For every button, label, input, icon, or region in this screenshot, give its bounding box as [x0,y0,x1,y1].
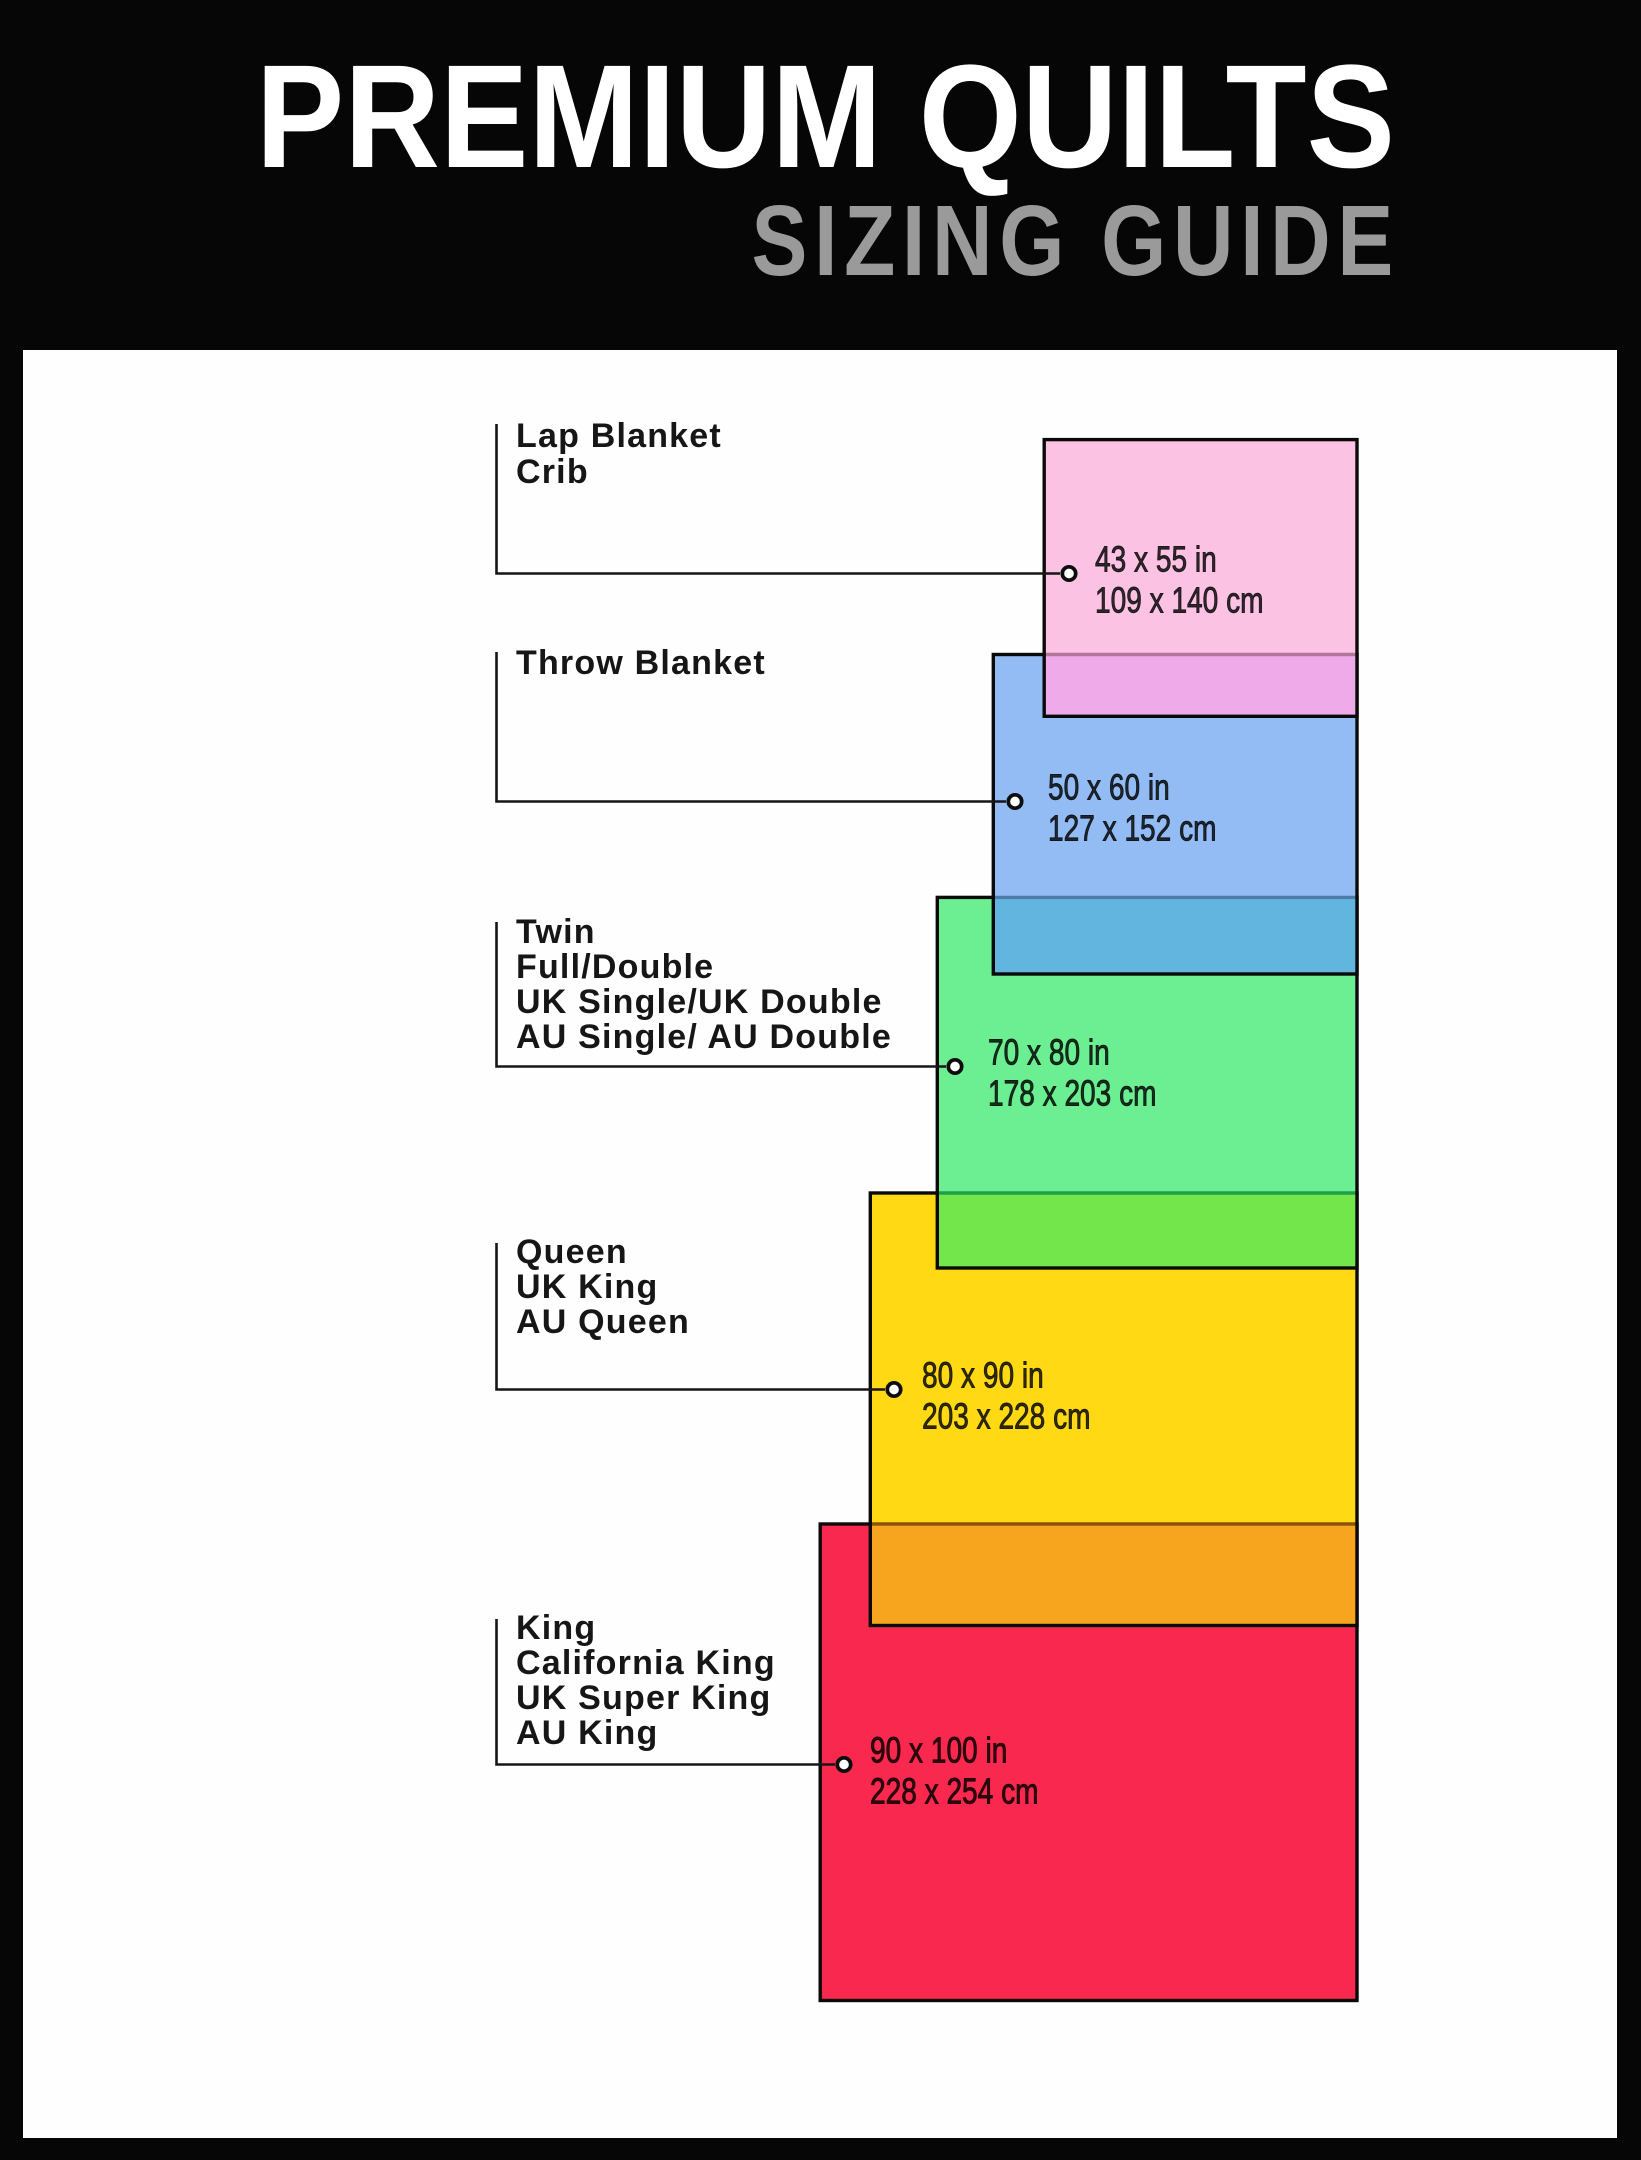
svg-text:Throw Blanket: Throw Blanket [516,644,766,682]
svg-text:SIZING GUIDE: SIZING GUIDE [752,184,1400,297]
svg-text:Queen: Queen [516,1233,628,1271]
svg-text:Crib: Crib [516,453,589,491]
svg-text:Full/Double: Full/Double [516,948,714,986]
svg-text:UK King: UK King [516,1268,659,1306]
svg-text:California King: California King [516,1644,776,1682]
svg-text:King: King [516,1609,596,1647]
svg-text:AU Single/ AU Double: AU Single/ AU Double [516,1018,892,1056]
svg-text:Lap Blanket: Lap Blanket [516,417,722,455]
svg-text:43 x 55 in: 43 x 55 in [1095,539,1217,579]
svg-text:203 x 228 cm: 203 x 228 cm [922,1396,1090,1436]
svg-text:228 x 254 cm: 228 x 254 cm [870,1771,1038,1811]
svg-text:AU King: AU King [516,1714,659,1752]
svg-text:127 x 152 cm: 127 x 152 cm [1048,808,1216,848]
svg-text:PREMIUM QUILTS: PREMIUM QUILTS [256,34,1395,199]
svg-text:AU Queen: AU Queen [516,1303,690,1341]
svg-text:UK Super King: UK Super King [516,1679,772,1717]
svg-text:UK Single/UK Double: UK Single/UK Double [516,983,883,1021]
svg-text:Twin: Twin [516,913,596,951]
svg-text:109 x 140 cm: 109 x 140 cm [1095,580,1263,620]
svg-text:50 x 60 in: 50 x 60 in [1048,767,1170,807]
svg-text:178 x 203 cm: 178 x 203 cm [988,1073,1156,1113]
svg-text:90 x 100 in: 90 x 100 in [870,1730,1007,1770]
svg-text:80 x 90 in: 80 x 90 in [922,1355,1044,1395]
svg-text:70 x 80 in: 70 x 80 in [988,1032,1110,1072]
